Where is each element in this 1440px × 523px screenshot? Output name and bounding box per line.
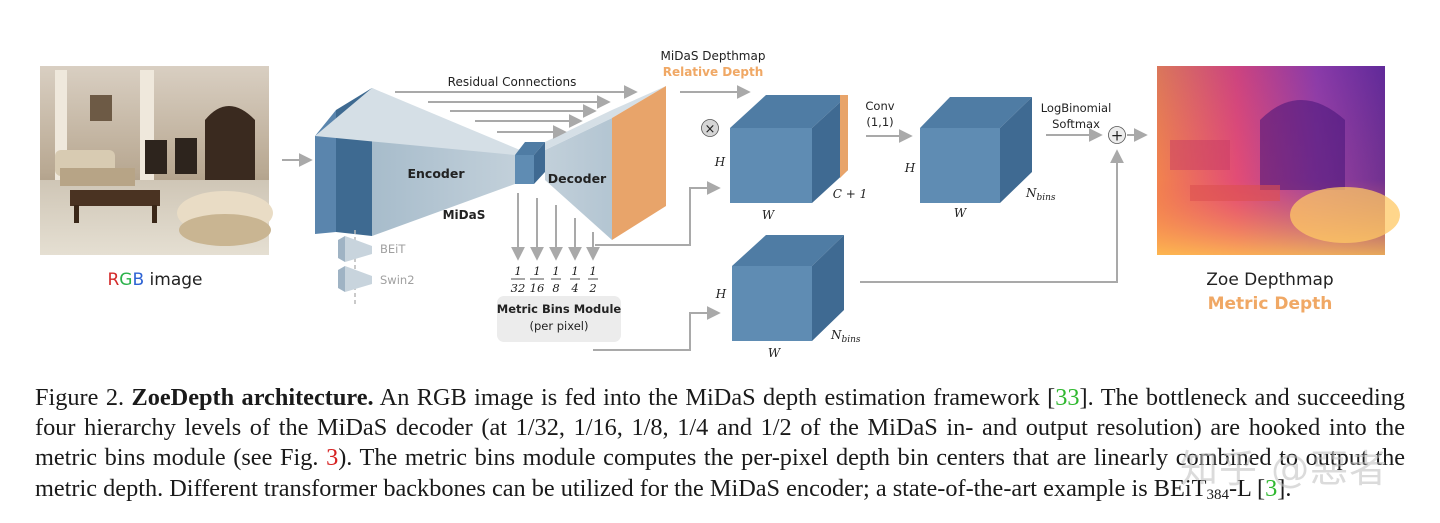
scale-fractions: 1 32 1 16 1 8 1 4 1 2 xyxy=(511,264,598,295)
scale-den: 16 xyxy=(530,281,545,295)
conv-label: Conv xyxy=(865,99,894,113)
svg-text:×: × xyxy=(705,122,716,137)
scale-den: 8 xyxy=(552,281,559,295)
scale-num: 1 xyxy=(571,264,578,278)
bin-centers-cube xyxy=(732,235,844,341)
encoder-label: Encoder xyxy=(407,166,465,181)
plus-operator: + xyxy=(1108,126,1126,145)
scale-num: 1 xyxy=(533,264,540,278)
svg-text:+: + xyxy=(1111,127,1124,145)
figure-caption: Figure 2. ZoeDepth architecture. An RGB … xyxy=(35,383,1405,510)
upper-cube-h: H xyxy=(714,155,726,169)
scale-arrows xyxy=(511,193,600,261)
softmax-label: Softmax xyxy=(1052,117,1100,131)
residual-connection-arrows xyxy=(395,85,638,139)
lower-cube-nbins: Nbins xyxy=(830,328,861,345)
input-label: RGB image xyxy=(107,270,202,290)
conv-kernel-label: (1,1) xyxy=(866,115,893,129)
decoder-to-logits-arrow xyxy=(595,181,721,246)
scale-den: 2 xyxy=(588,281,596,295)
bin-centers-to-sum-arrow xyxy=(860,149,1124,283)
scale-den: 32 xyxy=(511,281,526,295)
caption-text: An RGB image is fed into the MiDaS depth… xyxy=(373,384,1056,411)
watermark: 知乎 @惡者 xyxy=(1180,447,1389,491)
scale-num: 1 xyxy=(514,264,521,278)
architecture-figure: RGB image Residual Connections Encoder D… xyxy=(40,49,1400,360)
upper-cube-c1: C + 1 xyxy=(833,187,868,201)
logits-cube xyxy=(730,95,848,203)
figure-link[interactable]: 3 xyxy=(326,444,339,472)
metric-bins-module: Metric Bins Module (per pixel) xyxy=(497,296,622,342)
caption-text: ]. The bottleneck and succeeding four hi… xyxy=(35,384,1405,472)
metric-bins-subtitle: (per pixel) xyxy=(530,319,589,333)
swin2-backbone-icon xyxy=(338,266,372,292)
decoder-label: Decoder xyxy=(548,171,607,186)
midas-encoder xyxy=(315,88,520,236)
metric-bins-title: Metric Bins Module xyxy=(497,302,622,316)
caption-title: ZoeDepth architecture. xyxy=(131,384,374,411)
lower-cube-h: H xyxy=(715,287,727,301)
upper-cube-w: W xyxy=(762,208,776,222)
rgb-input-image xyxy=(40,66,273,255)
metric-depth-label: Metric Depth xyxy=(1208,294,1333,314)
scale-den: 4 xyxy=(570,281,578,295)
right-cube-nbins: Nbins xyxy=(1025,186,1056,203)
relative-depth-label: Relative Depth xyxy=(663,65,764,79)
right-cube-w: W xyxy=(954,206,968,220)
beit-label: BEiT xyxy=(380,242,406,256)
right-cube-h: H xyxy=(904,161,916,175)
caption-prefix: Figure 2. xyxy=(35,384,132,411)
bins-cube xyxy=(920,97,1032,203)
lower-cube-w: W xyxy=(768,346,782,360)
swin2-label: Swin2 xyxy=(380,273,415,287)
midas-depthmap-label: MiDaS Depthmap xyxy=(661,49,766,63)
caption-text: ). The metric bins module computes the p… xyxy=(35,444,1406,502)
citation-link[interactable]: 33 xyxy=(1055,384,1080,411)
caption-text: -L [ xyxy=(1228,474,1266,502)
zoe-depthmap-image xyxy=(1157,66,1400,255)
caption-text: ]. xyxy=(1277,474,1292,502)
citation-link[interactable]: 3 xyxy=(1265,474,1278,502)
midas-label: MiDaS xyxy=(443,208,486,222)
bottleneck-block xyxy=(515,142,545,184)
logbinomial-label: LogBinomial xyxy=(1041,101,1112,115)
beit-backbone-icon xyxy=(338,236,372,262)
zoe-depthmap-label: Zoe Depthmap xyxy=(1206,270,1333,290)
scale-num: 1 xyxy=(552,264,559,278)
scale-num: 1 xyxy=(589,264,596,278)
midas-decoder xyxy=(545,86,666,240)
caption-subscript: 384 xyxy=(1206,486,1229,503)
residual-connections-label: Residual Connections xyxy=(448,75,577,89)
bins-to-centers-arrow xyxy=(593,306,721,351)
multiply-operator: × xyxy=(701,119,719,137)
